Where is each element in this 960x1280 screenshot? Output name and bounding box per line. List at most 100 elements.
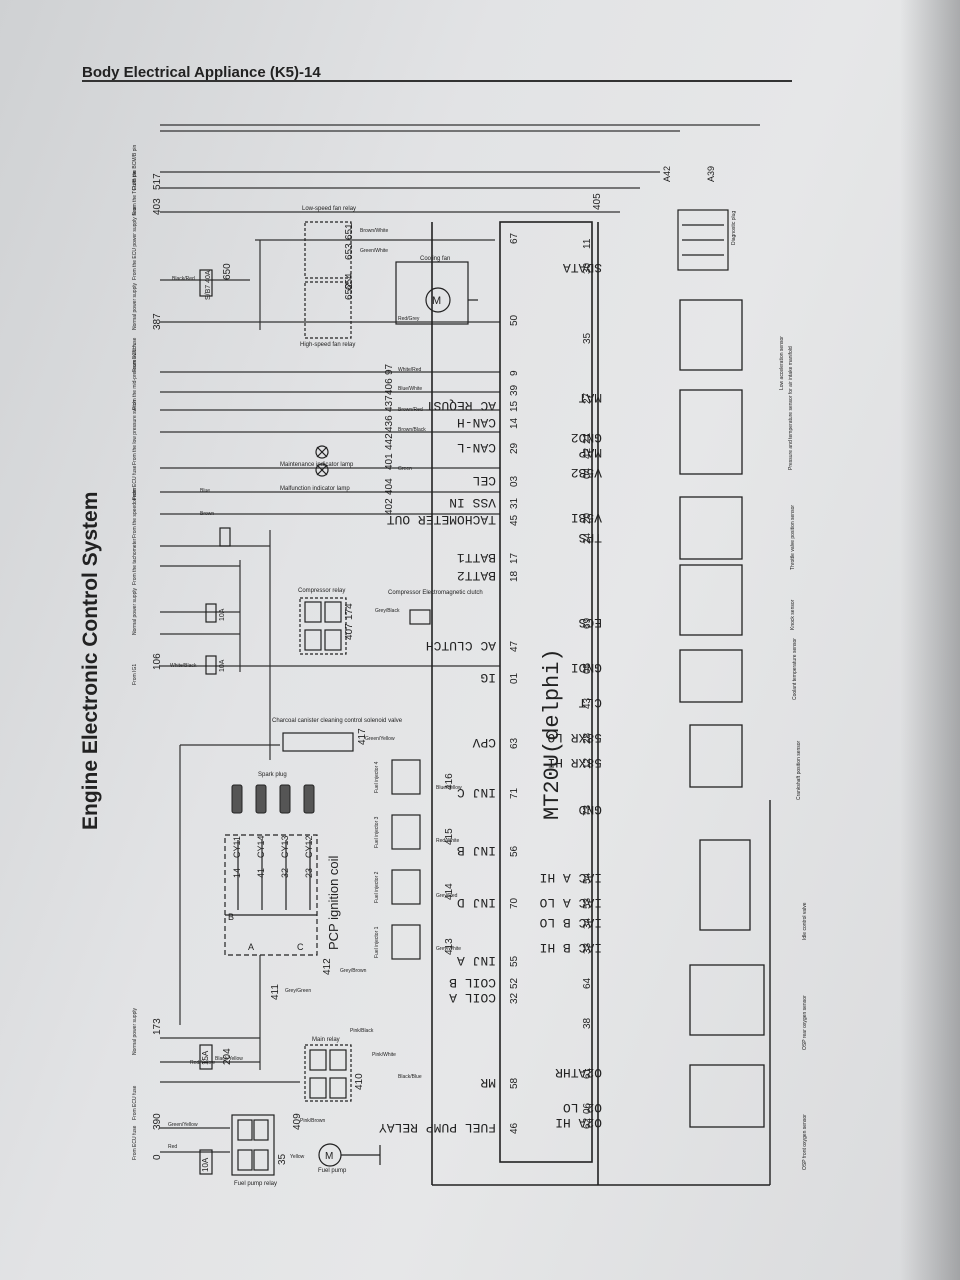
ecu-bottom-pin-number: 42 bbox=[582, 447, 593, 459]
sensor-label: OSP rear oxygen sensor bbox=[802, 995, 808, 1050]
wire-color-label: Black/Red bbox=[172, 276, 195, 282]
cooling-fan-motor-symbol: M bbox=[432, 295, 441, 307]
wire-number-label: 0 bbox=[152, 1154, 163, 1160]
wire-number-label: 650 bbox=[222, 263, 233, 280]
fuel-pump-motor-symbol: M bbox=[325, 1151, 333, 1162]
right-code-a39: A39 bbox=[706, 166, 716, 182]
fuse-group bbox=[205, 527, 231, 675]
wire-color-label: Yellow bbox=[290, 1154, 305, 1160]
sensor-label: OSP front oxygen sensor bbox=[802, 1114, 808, 1170]
compressor-relay bbox=[299, 597, 431, 655]
wire-color-label: Black/Yellow bbox=[215, 1056, 243, 1062]
wire-number-label: 405 bbox=[592, 193, 603, 210]
main-relay bbox=[199, 1044, 352, 1102]
fuel-pump-relay-label: Fuel pump relay bbox=[234, 1181, 277, 1187]
ecu-bottom-pin-name: SDATA bbox=[563, 260, 602, 275]
ecu-top-pin-number: 71 bbox=[509, 787, 520, 799]
header-rule bbox=[82, 80, 792, 82]
source-label: From ECU fuse bbox=[132, 337, 138, 372]
coil-cylinder-label: CY13 bbox=[280, 835, 290, 858]
wire-number-label: 406 bbox=[384, 378, 395, 395]
injector-3-label: Fuel injector 3 bbox=[374, 816, 380, 848]
diagnostic-plug bbox=[677, 209, 729, 271]
wire-number-label: 106 bbox=[152, 653, 163, 670]
sensor-label: Coolant temperature sensor bbox=[792, 638, 798, 700]
wire-color-label: Grey/White bbox=[436, 946, 461, 952]
ecu-top-pin-number: 45 bbox=[509, 514, 520, 526]
ecu-top-pin-name: CEL bbox=[473, 473, 496, 488]
ecu-bottom-pin-number: 06 bbox=[582, 1102, 593, 1114]
ecu-top-pin-name: CPV bbox=[472, 735, 496, 750]
feeder-wires bbox=[160, 124, 760, 1153]
ecu-top-pin-number: 63 bbox=[509, 737, 520, 749]
wire-color-label: Red/Grey bbox=[398, 316, 420, 322]
wire-color-label: Red/White bbox=[436, 838, 460, 844]
wire-color-label: Brown/Red bbox=[398, 407, 423, 413]
wire-color-label: White/Red bbox=[398, 367, 422, 373]
ecu-bottom-pin-number: 69 bbox=[582, 617, 593, 629]
wire-number-label: 401 bbox=[384, 453, 395, 470]
wire-number-label: 409 bbox=[292, 1113, 303, 1130]
ecu-bottom-pin-number: 61 bbox=[582, 1067, 593, 1079]
wire-color-label: Blue/Yellow bbox=[436, 785, 462, 791]
injector-1-label: Fuel injector 1 bbox=[374, 926, 380, 958]
source-label: Normal power supply bbox=[132, 588, 138, 635]
fan-relays bbox=[199, 221, 352, 339]
ecu-bottom-pin-name: V5B2 bbox=[571, 465, 602, 480]
ecu-top-pin-number: 47 bbox=[509, 640, 520, 652]
ecu-top-pin-name: AC CLUTCH bbox=[426, 638, 496, 653]
ecu-bottom-pin-number: 04 bbox=[582, 467, 593, 479]
ecu-bottom-pin-number: 28 bbox=[582, 732, 593, 744]
wire-color-label: Grey/Red bbox=[436, 893, 458, 899]
ecu-top-pin-number: 39 bbox=[509, 384, 520, 396]
wire-number-label: 404 bbox=[384, 478, 395, 495]
source-label: Normal power supply bbox=[132, 1008, 138, 1055]
wire-number-label: 413 bbox=[444, 938, 455, 955]
ecu-top-pin-number: 31 bbox=[509, 497, 520, 509]
cooling-fan bbox=[395, 261, 478, 325]
ecu-bottom-pin-name: GND2 bbox=[571, 430, 602, 445]
coil-cylinder-number: 32 bbox=[280, 868, 290, 878]
wire-color-label: Grey/Green bbox=[285, 988, 311, 994]
ignition-coil bbox=[224, 834, 318, 956]
ecu-bottom-pin-name: O2ATHR bbox=[555, 1065, 602, 1080]
right-code-a42: A42 bbox=[662, 166, 672, 182]
wire-color-label: Green/White bbox=[360, 248, 388, 254]
ecu-top-pin-name: IG bbox=[480, 670, 496, 685]
source-label: Normal power supply bbox=[132, 283, 138, 330]
ecu-bottom-pin-number: 21 bbox=[582, 432, 593, 444]
source-label: From ECU fuse bbox=[132, 1125, 138, 1160]
ecu-block: MT20U(delphi) bbox=[431, 221, 771, 1186]
ecu-bottom-pin-name: CLT bbox=[578, 695, 602, 710]
maintenance-lamp-label: Maintenance indicator lamp bbox=[280, 462, 354, 468]
wire-color-label: Green/Yellow bbox=[168, 1122, 198, 1128]
wire-number-label: 412 bbox=[322, 958, 333, 975]
diagram-title: Engine Electronic Control System bbox=[79, 492, 102, 830]
wire-number-label: 204 bbox=[222, 1048, 233, 1065]
ecu-bottom-pin-number: 11 bbox=[582, 238, 593, 249]
coil-cylinder-number: 23 bbox=[304, 868, 314, 878]
wire-number-label: 436 bbox=[384, 415, 395, 432]
ecu-bottom-pin-name: O2 LO bbox=[563, 1100, 602, 1115]
ecu-bottom-pin-name: 58XR LO bbox=[547, 730, 602, 745]
page-header-title: Body Electrical Appliance (K5)-14 bbox=[82, 64, 321, 81]
ecu-top-pin-name: MR bbox=[480, 1075, 496, 1090]
sensor-boxes bbox=[679, 299, 765, 1128]
source-label: From IG1 bbox=[132, 664, 138, 685]
fuse-sb7-label: S/B7 40A bbox=[205, 270, 212, 300]
ecu-top-pin-name: BATT2 bbox=[457, 568, 496, 583]
wire-color-labels: RedGreen/YellowPink/BrownRed/YellowBlack… bbox=[168, 228, 462, 1160]
wire-number-label: 390 bbox=[152, 1113, 163, 1130]
ecu-top-pin-name: INJ D bbox=[457, 895, 496, 910]
fuel-pump-motor bbox=[318, 1143, 381, 1167]
injector-2-label: Fuel injector 2 bbox=[374, 871, 380, 903]
ecu-top-pin-name: BATT1 bbox=[457, 550, 496, 565]
wire-color-label: Red bbox=[168, 1144, 177, 1150]
wire-color-label: Pink/White bbox=[372, 1052, 396, 1058]
ecu-top-pin-number: 18 bbox=[509, 570, 520, 582]
